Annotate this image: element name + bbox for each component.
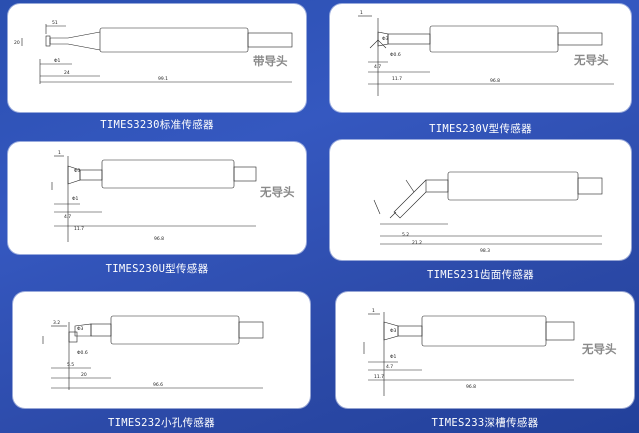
dimension-label: Φ3 <box>74 168 81 174</box>
sensor-caption-4: TIMES231齿面传感器 <box>427 269 534 281</box>
dimension-label: 11.7 <box>74 226 84 232</box>
dimension-label: 96.8 <box>466 384 476 390</box>
sensor-panel-3: 1 Φ3 Φ1 4.7 11.7 96.8 无导头 <box>8 142 306 254</box>
dimension-label: 3.2 <box>53 320 60 326</box>
sensor-drawing-6: 1 Φ3 Φ1 4.7 11.7 96.8 <box>363 308 575 396</box>
dimension-label: 20 <box>81 372 87 378</box>
dimension-label: Φ3 <box>382 36 389 42</box>
dimension-label: 96.6 <box>153 382 163 388</box>
dimension-label: 96.8 <box>490 78 500 84</box>
side-label: 无导头 <box>574 53 609 67</box>
sensor-caption-5: TIMES232小孔传感器 <box>108 417 215 429</box>
dimension-label: Φ1 <box>72 196 79 202</box>
side-label: 带导头 <box>253 54 288 68</box>
dimension-label: 99.1 <box>158 76 168 82</box>
dimension-label: 1 <box>372 308 375 314</box>
dimension-label: 1 <box>360 10 363 16</box>
dimension-label: 5.5 <box>67 362 74 368</box>
sensor-drawing-3: 1 Φ3 Φ1 4.7 11.7 96.8 <box>51 150 257 242</box>
dimension-label: 24 <box>64 70 70 76</box>
sensor-drawing-1: 51 20 Φ1 24 99.1 <box>14 20 293 84</box>
sensor-panel-4: 5.2 21.2 98.3 <box>330 140 631 260</box>
dimension-label: Φ0.6 <box>77 350 88 356</box>
dimension-label: Φ3 <box>77 326 84 332</box>
sensor-drawing-5: 3.2 Φ3 Φ0.6 5.5 20 96.6 <box>42 315 264 390</box>
sensor-panel-2: 1 Φ3 Φ0.6 4.7 11.7 96.8 无导头 <box>330 4 631 112</box>
dimension-label: 20 <box>14 40 20 46</box>
dimension-label: 96.8 <box>154 236 164 242</box>
dimension-label: 5.2 <box>402 232 409 238</box>
dimension-label: 4.7 <box>374 64 381 70</box>
sensor-drawing-4: 5.2 21.2 98.3 <box>373 171 603 254</box>
sensor-caption-3: TIMES230U型传感器 <box>105 263 209 275</box>
sensor-caption-6: TIMES233深槽传感器 <box>431 417 539 429</box>
dimension-label: 51 <box>52 20 58 26</box>
dimension-label: Φ1 <box>390 354 397 360</box>
sensor-caption-2: TIMES230V型传感器 <box>429 123 532 135</box>
dimension-label: 98.3 <box>480 248 490 254</box>
sensor-panel-5: 3.2 Φ3 Φ0.6 5.5 20 96.6 <box>13 292 310 408</box>
dimension-label: Φ3 <box>390 328 397 334</box>
dimension-label: 11.7 <box>392 76 402 82</box>
sensor-panel-6: 1 Φ3 Φ1 4.7 11.7 96.8 无导头 <box>336 292 634 408</box>
side-label: 无导头 <box>582 342 617 356</box>
dimension-label: 11.7 <box>374 374 384 380</box>
side-label: 无导头 <box>260 185 295 199</box>
sensor-caption-1: TIMES3230标准传感器 <box>100 119 214 131</box>
dimension-label: 1 <box>58 150 61 156</box>
dimension-label: Φ1 <box>54 58 61 64</box>
dimension-label: 21.2 <box>412 240 422 246</box>
sensor-drawing-2: 1 Φ3 Φ0.6 4.7 11.7 96.8 <box>358 10 614 96</box>
dimension-label: 4.7 <box>64 214 71 220</box>
dimension-label: 4.7 <box>386 364 393 370</box>
sensor-panel-1: 51 20 Φ1 24 99.1 带导头 <box>8 4 306 112</box>
dimension-label: Φ0.6 <box>390 52 401 58</box>
